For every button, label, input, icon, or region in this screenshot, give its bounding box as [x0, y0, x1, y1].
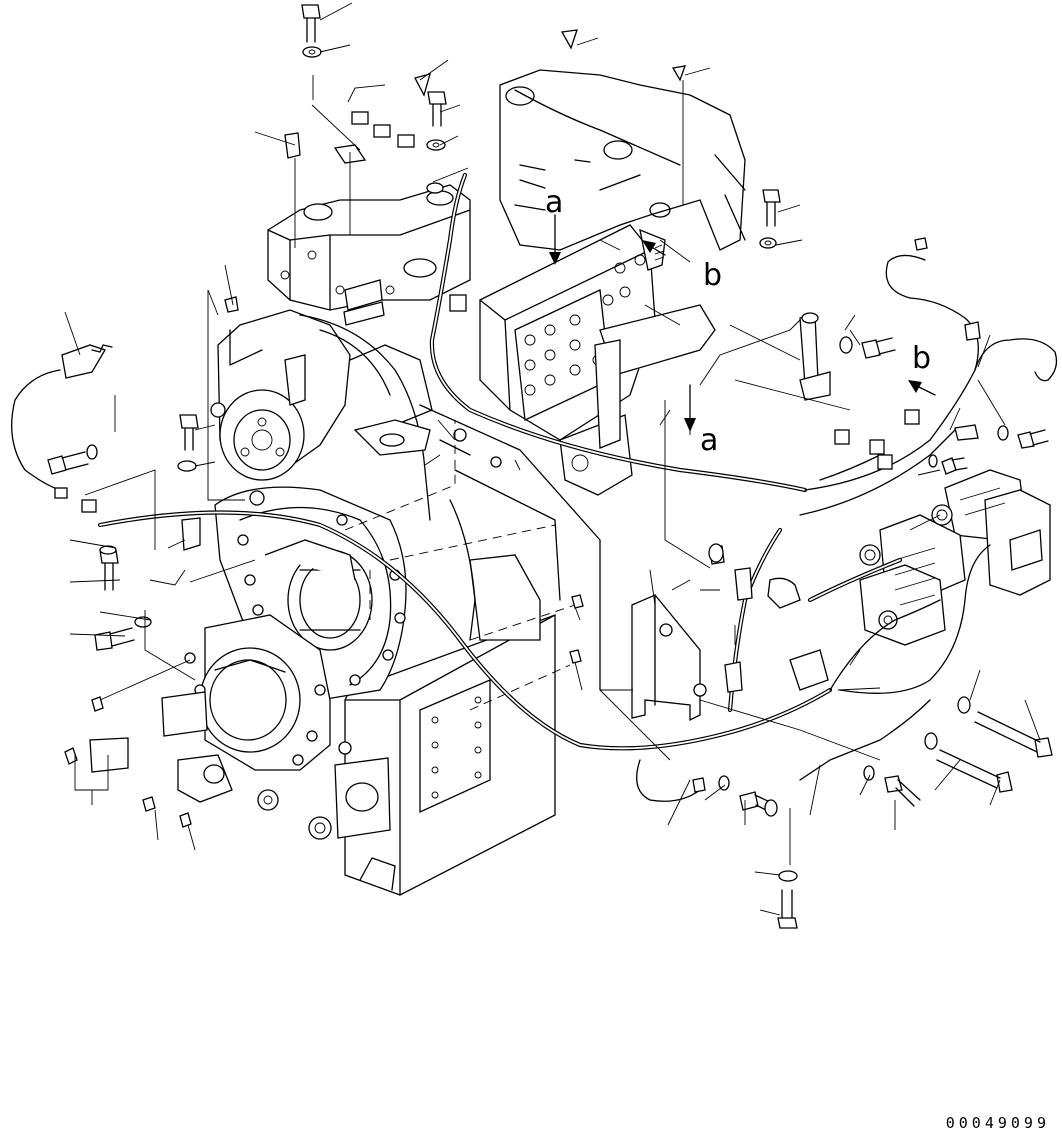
hydraulic-pump — [210, 309, 351, 506]
upper-valve-cover — [499, 69, 746, 251]
drawing-number: 00049099 — [945, 1114, 1050, 1132]
wire-harness — [11, 172, 1058, 802]
solenoid-valve-cluster — [859, 469, 1051, 646]
harness-bracket — [631, 594, 707, 722]
bolts-and-washers — [47, 4, 1053, 929]
reference-arrows — [549, 214, 936, 432]
reference-letter-b-right: b — [912, 341, 931, 376]
reference-letter-b-left: b — [703, 258, 722, 293]
transmission-housing — [257, 614, 556, 896]
part-leader-lines — [64, 2, 1041, 916]
reference-letter-a-lower: a — [700, 423, 718, 458]
connectors-and-clips — [54, 111, 981, 693]
arrow-a-upper-head — [549, 252, 561, 265]
upper-left-valve-plate — [267, 184, 471, 311]
output-flange — [89, 614, 331, 803]
arrow-b-left-head — [642, 240, 656, 253]
arrow-a-lower-head — [684, 418, 696, 432]
reference-letter-a-upper: a — [545, 185, 563, 220]
main-case-upper — [299, 314, 601, 691]
assembly-dashed-lines — [344, 420, 576, 711]
control-valve-body — [479, 224, 716, 496]
arrow-b-right-head — [908, 380, 922, 393]
